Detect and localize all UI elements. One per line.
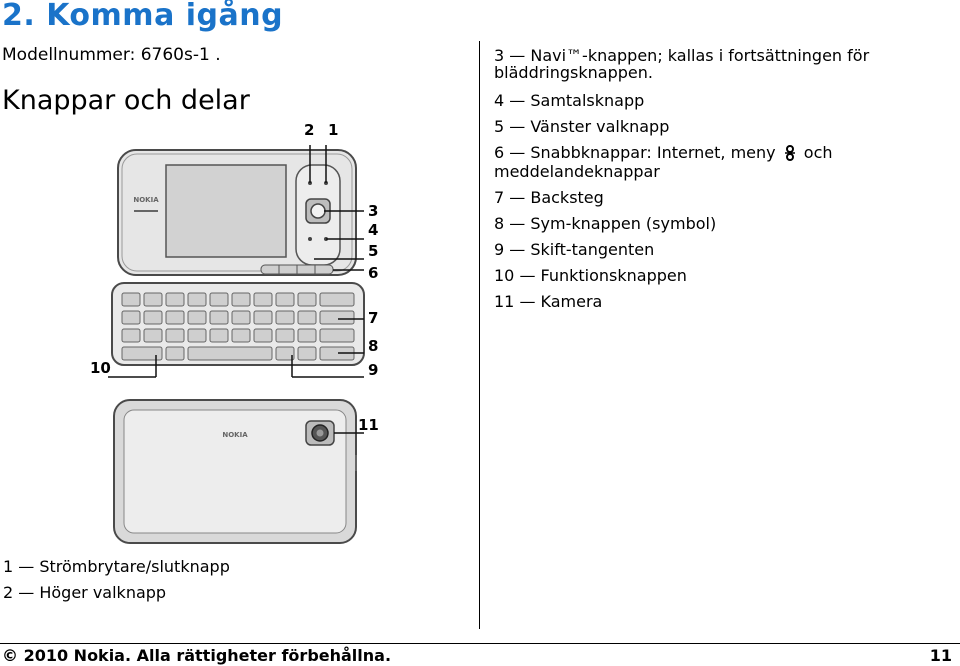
phone-brand-back: NOKIA bbox=[222, 431, 248, 439]
footer-divider bbox=[0, 643, 960, 644]
chapter-title: 2. Komma igång bbox=[2, 0, 284, 33]
list-item-11: 11 — Kamera bbox=[494, 292, 603, 311]
callout-4: 4 bbox=[368, 221, 378, 239]
list-item-10: 10 — Funktionsknappen bbox=[494, 266, 687, 285]
column-divider bbox=[479, 41, 480, 629]
list-item-6-text-a: 6 — Snabbknappar: Internet, meny bbox=[494, 143, 776, 162]
list-item-9: 9 — Skift-tangenten bbox=[494, 240, 655, 259]
callout-9: 9 bbox=[368, 361, 378, 379]
callout-10: 10 bbox=[90, 359, 111, 377]
list-item-6-line1: 6 — Snabbknappar: Internet, meny och bbox=[494, 143, 833, 163]
page-number: 11 bbox=[929, 646, 952, 665]
callout-7: 7 bbox=[368, 309, 378, 327]
model-number: Modellnummer: 6760s-1 . bbox=[2, 45, 221, 65]
list-item-6-line2: meddelandeknappar bbox=[494, 162, 660, 181]
callout-1: 1 bbox=[328, 121, 338, 139]
callout-6: 6 bbox=[368, 264, 378, 282]
list-item-6-text-b: och bbox=[803, 143, 833, 162]
menu-icon bbox=[784, 145, 795, 161]
phone-back-illustration: NOKIA 11 bbox=[113, 399, 379, 544]
list-item-1: 1 — Strömbrytare/slutknapp bbox=[3, 557, 230, 576]
phone-front-illustration: NOKIA 2 1 3 bbox=[90, 121, 378, 379]
list-item-7: 7 — Backsteg bbox=[494, 188, 604, 207]
list-item-4: 4 — Samtalsknapp bbox=[494, 91, 645, 110]
callout-5: 5 bbox=[368, 242, 378, 260]
list-item-2: 2 — Höger valknapp bbox=[3, 583, 167, 602]
callout-3: 3 bbox=[368, 202, 378, 220]
callout-8: 8 bbox=[368, 337, 378, 355]
list-item-5: 5 — Vänster valknapp bbox=[494, 117, 670, 136]
list-item-3-line1: 3 — Navi™-knappen; kallas i fortsättning… bbox=[494, 46, 870, 65]
list-item-3-line2: bläddringsknappen. bbox=[494, 63, 653, 82]
callout-2: 2 bbox=[304, 121, 314, 139]
footer-copyright: © 2010 Nokia. Alla rättigheter förbehåll… bbox=[2, 646, 392, 665]
callout-11: 11 bbox=[358, 416, 379, 434]
section-title: Knappar och delar bbox=[2, 85, 250, 116]
phone-brand-front: NOKIA bbox=[133, 196, 159, 204]
list-item-8: 8 — Sym-knappen (symbol) bbox=[494, 214, 717, 233]
